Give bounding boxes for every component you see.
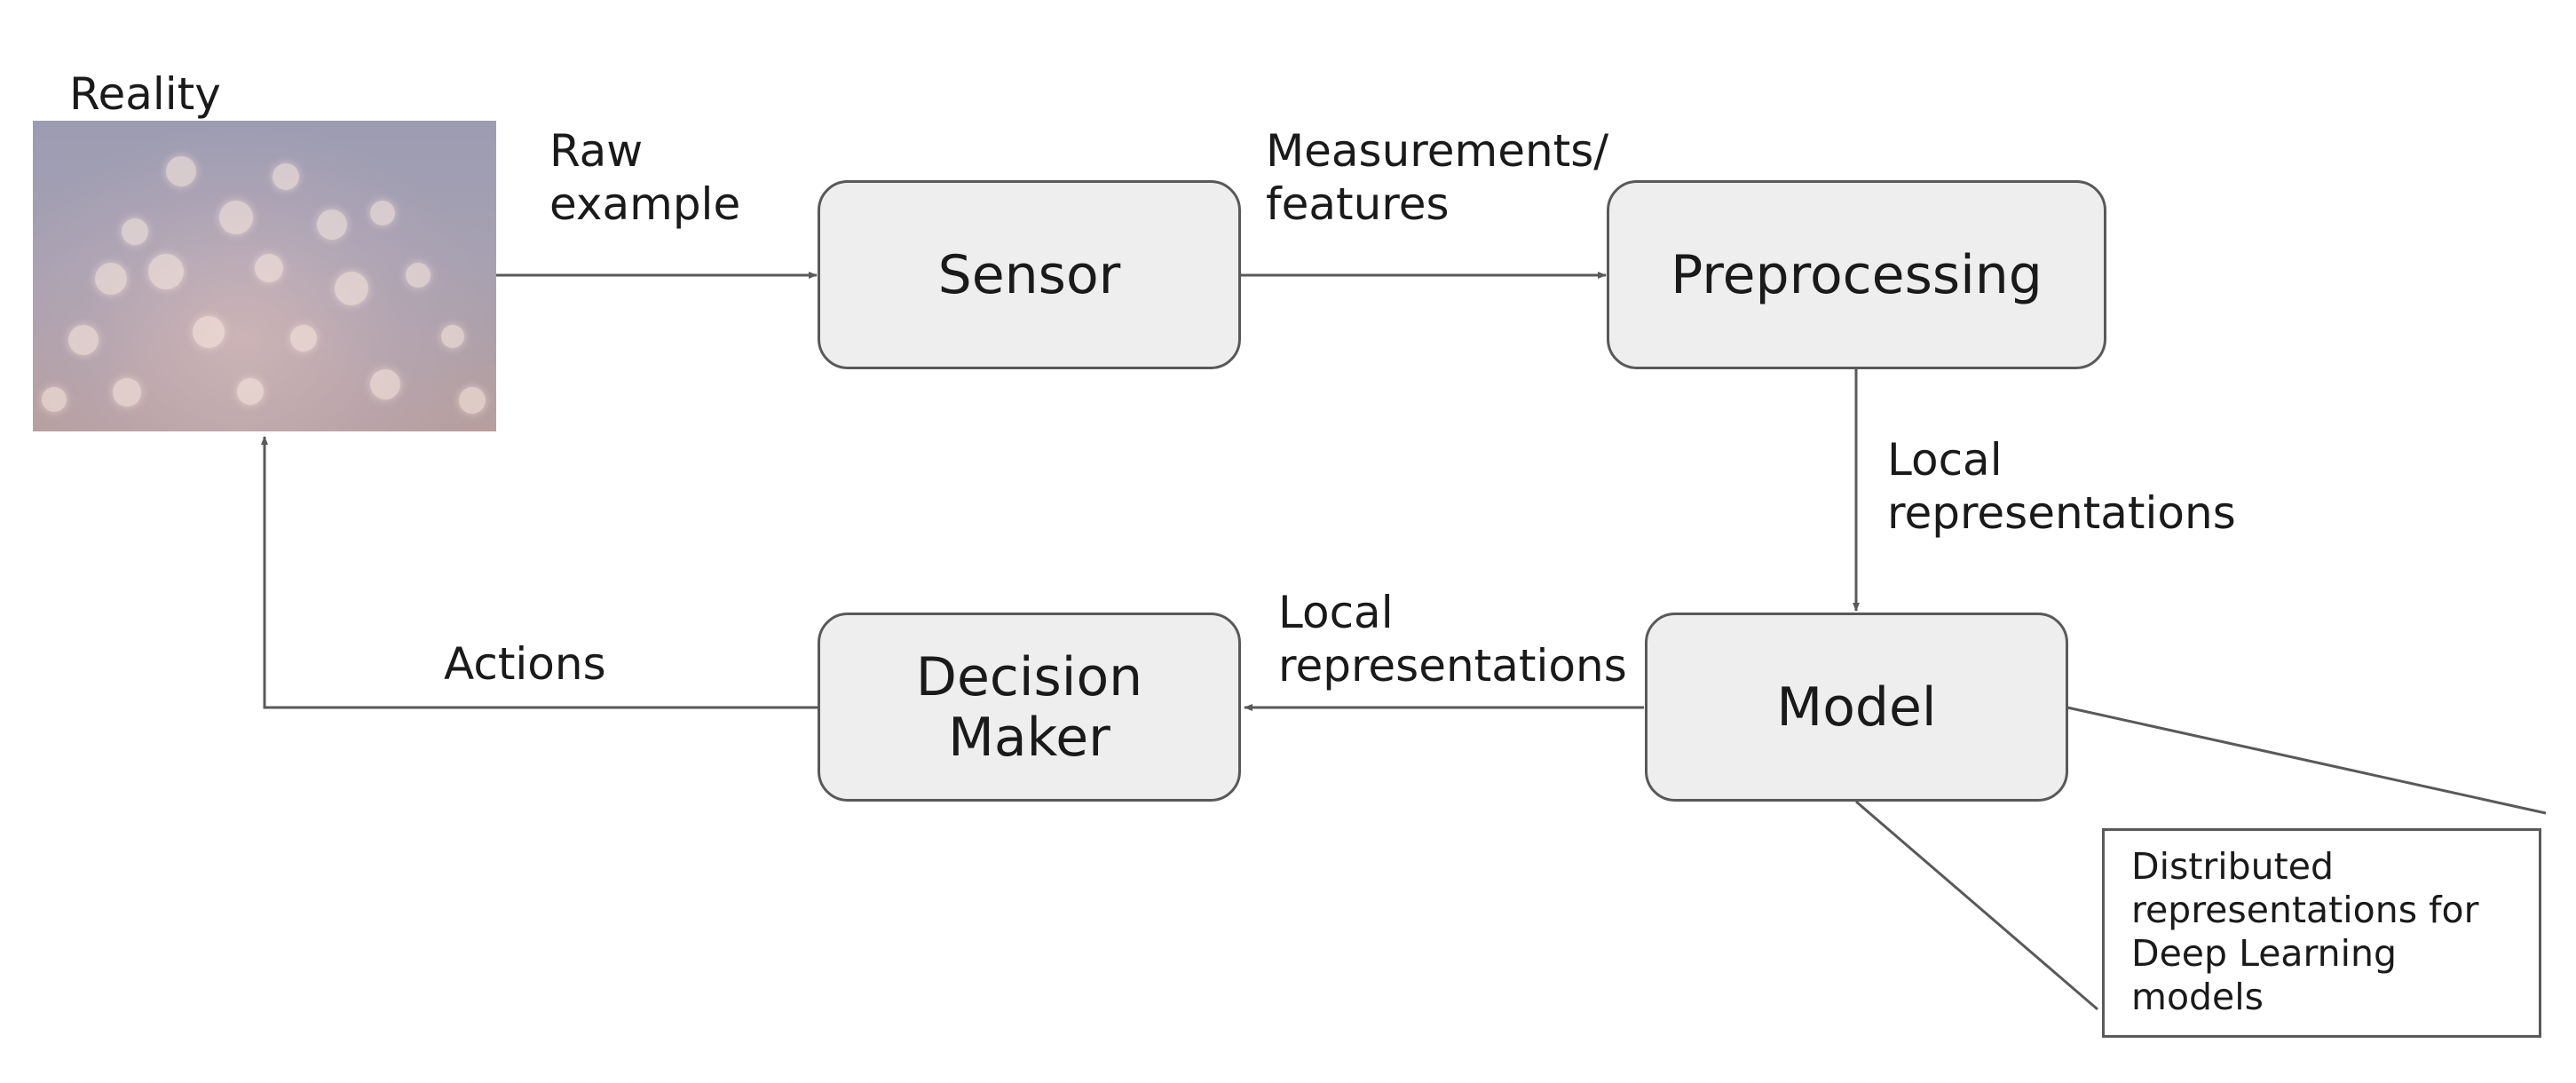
sensor-box: Sensor <box>818 180 1241 369</box>
reality-photo <box>33 121 496 431</box>
distributed-representations-callout: Distributed representations for Deep Lea… <box>2102 828 2541 1038</box>
bokeh-dot <box>193 316 225 348</box>
bokeh-dot <box>406 263 431 288</box>
bokeh-dot <box>42 387 67 412</box>
bokeh-dot <box>273 163 299 190</box>
edge-label-raw-example: Raw example <box>549 125 741 230</box>
edge-label-measurements: Measurements/ features <box>1266 125 1609 230</box>
arrow-decision-to-reality <box>261 436 818 709</box>
preprocessing-box: Preprocessing <box>1607 180 2106 369</box>
bokeh-dot <box>370 201 395 225</box>
preprocessing-label: Preprocessing <box>1671 243 2043 306</box>
bokeh-dot <box>219 201 253 234</box>
decision-maker-box: Decision Maker <box>818 613 1241 802</box>
bokeh-dot <box>122 218 148 245</box>
bokeh-dot <box>335 272 368 305</box>
bokeh-dot <box>95 263 127 295</box>
bokeh-dot <box>290 325 317 352</box>
model-box: Model <box>1645 613 2068 802</box>
callout-line-upper <box>2066 706 2547 815</box>
decision-maker-label: Decision Maker <box>915 645 1143 769</box>
bokeh-dot <box>113 378 141 407</box>
bokeh-dot <box>370 369 400 399</box>
callout-line-lower <box>1855 800 2098 1011</box>
sensor-label: Sensor <box>937 243 1121 306</box>
bokeh-dot <box>237 378 264 405</box>
bokeh-dot <box>255 254 283 282</box>
bokeh-dot <box>317 209 347 240</box>
bokeh-dot <box>148 254 184 289</box>
bokeh-dot <box>441 325 464 348</box>
bokeh-dot <box>68 325 99 355</box>
edge-label-local-representations-down: Local representations <box>1887 434 2236 539</box>
edge-label-actions: Actions <box>444 638 606 690</box>
bokeh-dot <box>459 387 486 414</box>
model-label: Model <box>1776 676 1937 739</box>
reality-label: Reality <box>69 68 221 120</box>
bokeh-dot <box>166 156 196 186</box>
edge-label-local-representations-left: Local representations <box>1278 587 1627 692</box>
